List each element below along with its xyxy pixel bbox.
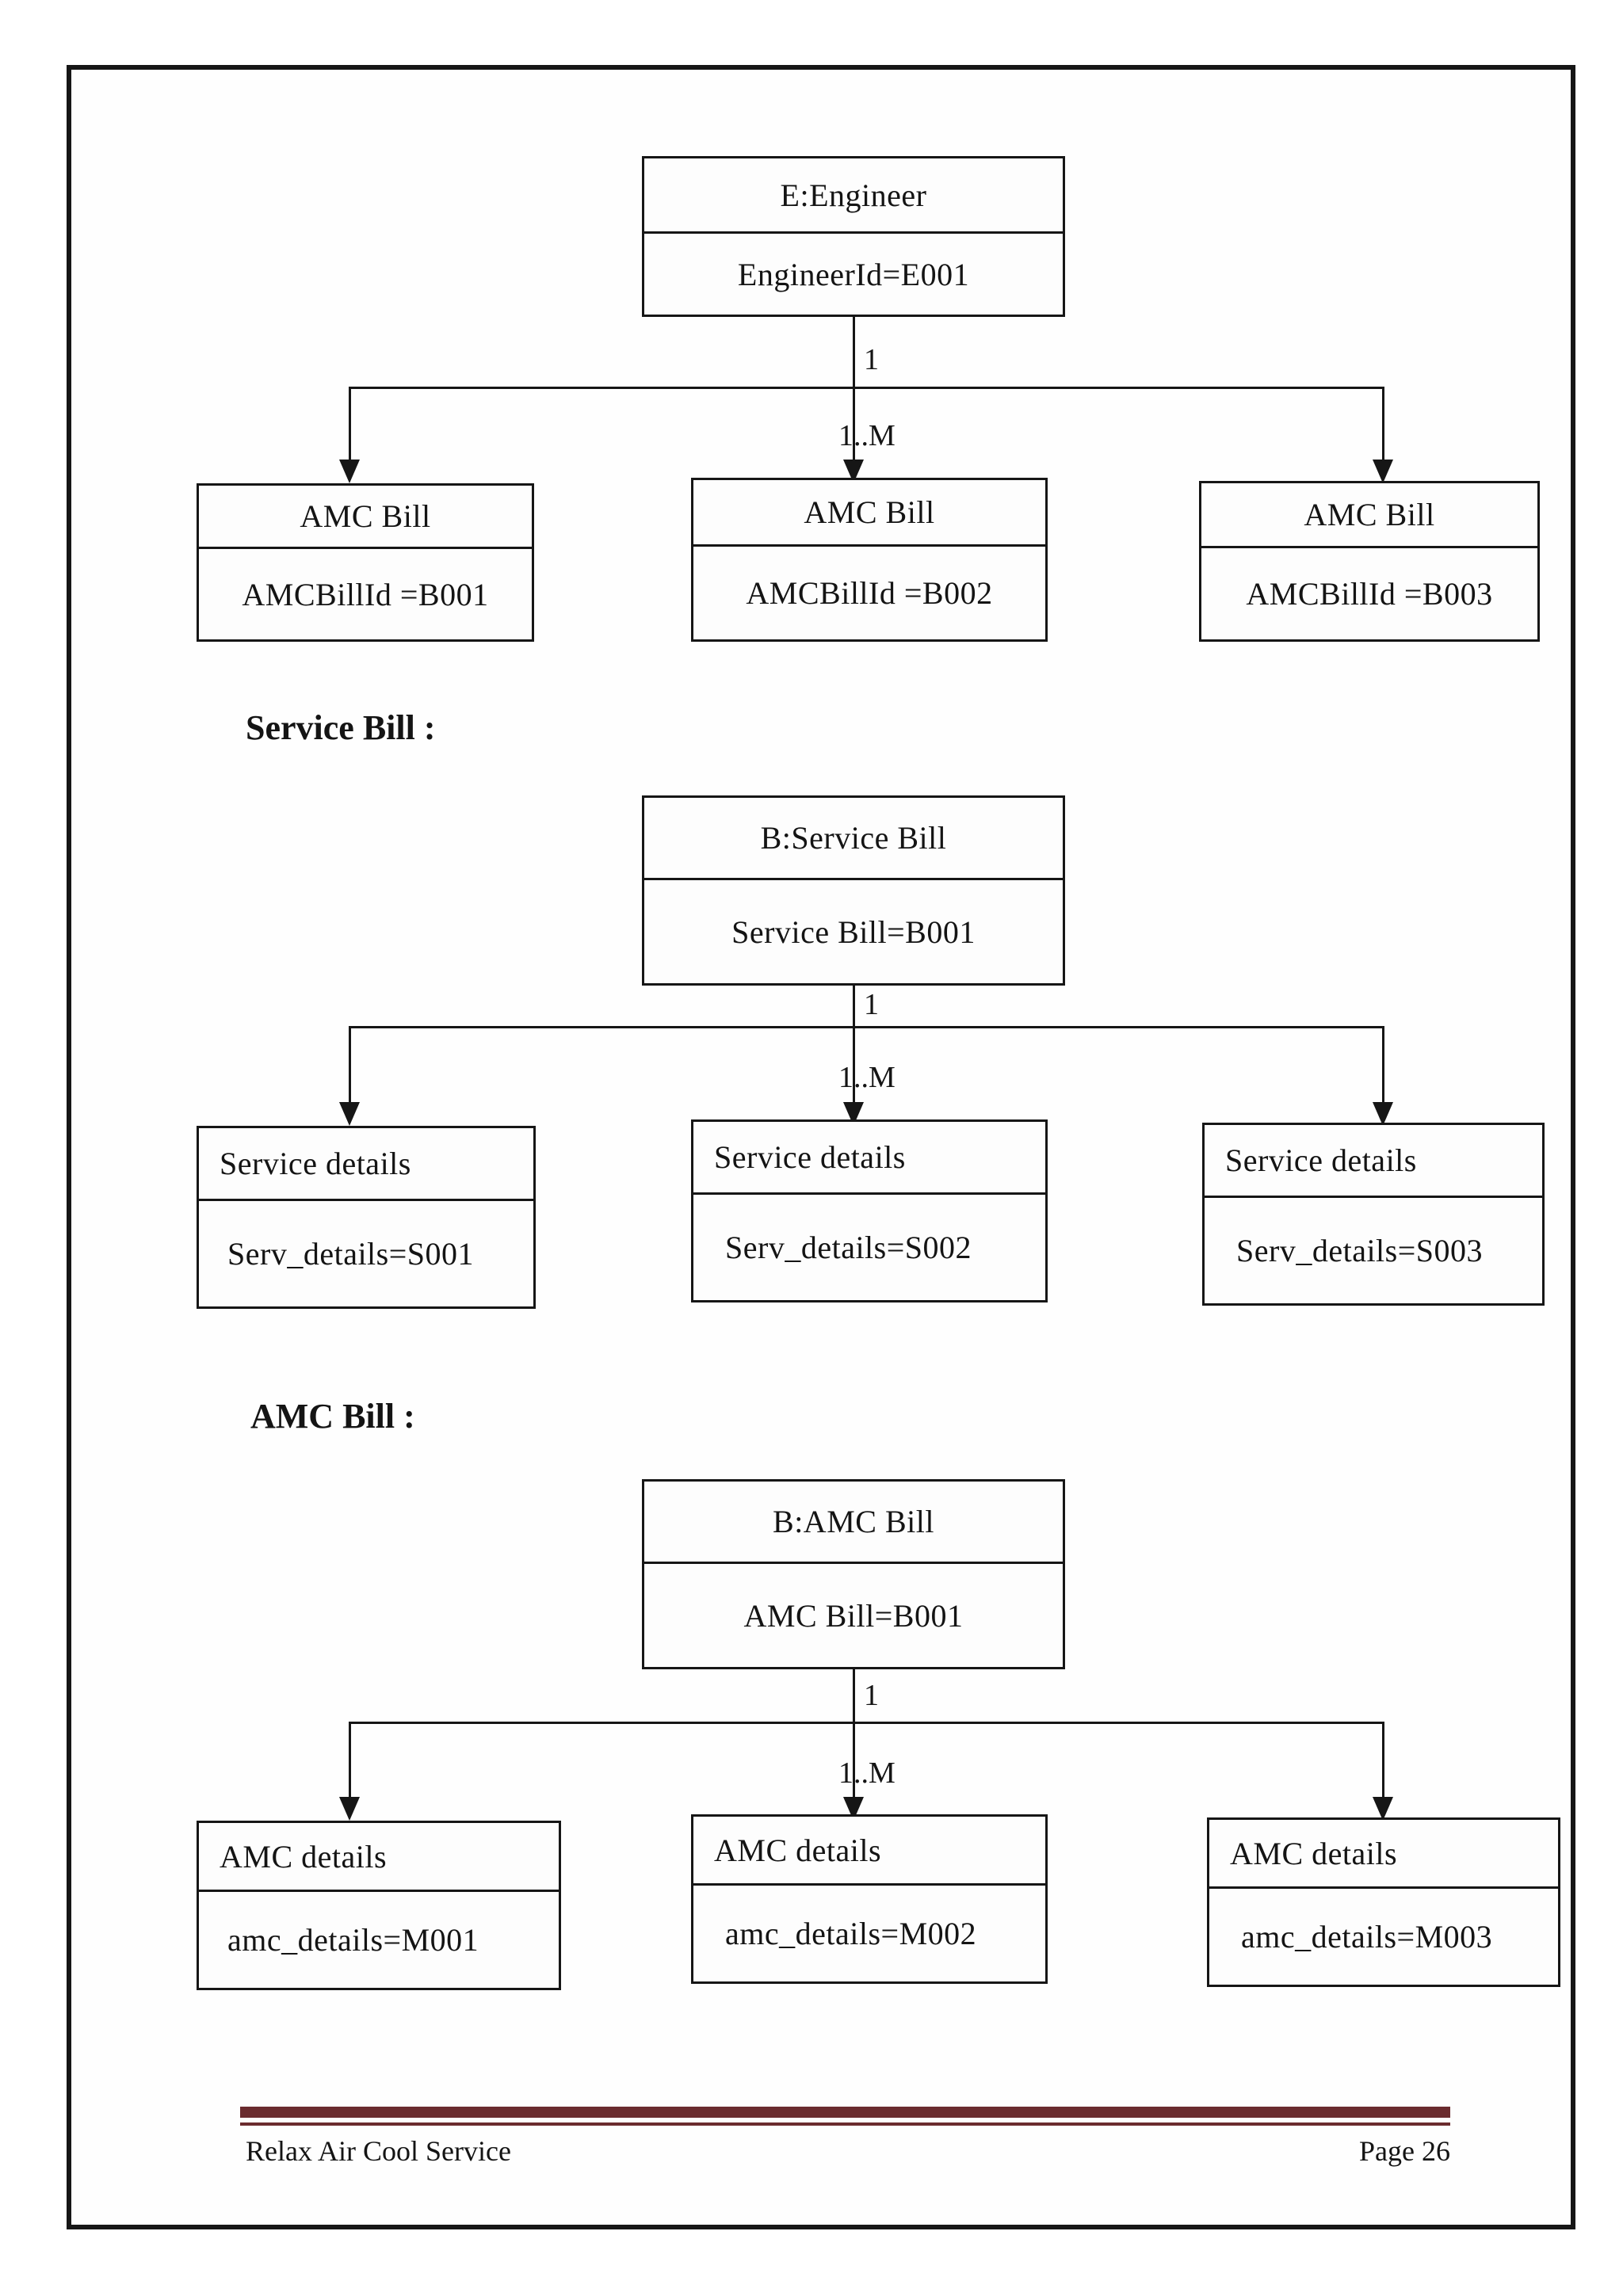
entity-value: Serv_details=S002 (725, 1230, 972, 1265)
entity-box-amc-bill-1: AMC Bill AMCBillId =B001 (197, 483, 534, 642)
entity-box-engineer: E:Engineer EngineerId=E001 (642, 156, 1065, 317)
entity-title: AMC details (1209, 1820, 1558, 1889)
connector-drop-right (1382, 1026, 1384, 1102)
entity-value: AMCBillId =B001 (242, 576, 489, 612)
entity-title: Service details (693, 1122, 1045, 1195)
entity-box-service-details-2: Service details Serv_details=S002 (691, 1119, 1048, 1302)
connector-branch-line (349, 1026, 1384, 1028)
connector-drop-left (349, 387, 351, 461)
entity-title: AMC details (693, 1817, 1045, 1886)
entity-box-amc-bill-2: AMC Bill AMCBillId =B002 (691, 478, 1048, 642)
cardinality-many-label: 1..M (838, 419, 896, 452)
connector-stem (853, 317, 855, 389)
entity-value: Service Bill=B001 (731, 913, 976, 950)
entity-box-amc-details-3: AMC details amc_details=M003 (1207, 1817, 1560, 1987)
connector-drop-right (1382, 387, 1384, 461)
entity-value: amc_details=M003 (1241, 1919, 1493, 1955)
entity-value: AMC Bill=B001 (743, 1597, 964, 1634)
connector-drop-middle (853, 1028, 855, 1102)
section-heading-amc-bill: AMC Bill : (250, 1397, 415, 1436)
entity-title: B:Service Bill (644, 798, 1063, 880)
arrowhead-down-icon (1373, 1102, 1393, 1126)
connector-branch-line (349, 1722, 1384, 1724)
entity-value: Serv_details=S001 (227, 1236, 475, 1272)
entity-title: E:Engineer (644, 158, 1063, 234)
entity-value: amc_details=M002 (725, 1916, 977, 1951)
entity-box-amc-bill-3: AMC Bill AMCBillId =B003 (1199, 481, 1540, 642)
connector-drop-right (1382, 1722, 1384, 1797)
entity-box-amc-details-1: AMC details amc_details=M001 (197, 1821, 561, 1990)
page-number: Page 26 (1359, 2135, 1450, 2167)
entity-value: amc_details=M001 (227, 1922, 479, 1958)
cardinality-many-label: 1..M (838, 1061, 896, 1094)
section-heading-service-bill: Service Bill : (246, 708, 436, 747)
entity-title: AMC Bill (199, 486, 532, 549)
connector-drop-left (349, 1026, 351, 1102)
cardinality-one-label: 1 (864, 1679, 879, 1712)
entity-box-service-bill: B:Service Bill Service Bill=B001 (642, 795, 1065, 986)
entity-value: AMCBillId =B002 (746, 575, 993, 611)
connector-branch-line (349, 387, 1384, 389)
connector-drop-middle (853, 1724, 855, 1797)
arrowhead-down-icon (339, 460, 360, 483)
entity-title: AMC Bill (693, 480, 1045, 547)
entity-value: AMCBillId =B003 (1246, 576, 1493, 612)
footer-company-name: Relax Air Cool Service (246, 2135, 511, 2167)
footer-rule-thick (240, 2107, 1450, 2118)
entity-value: EngineerId=E001 (737, 256, 970, 292)
footer-rule-thin (240, 2122, 1450, 2126)
connector-stem (853, 1669, 855, 1724)
entity-value: Serv_details=S003 (1236, 1233, 1484, 1268)
arrowhead-down-icon (1373, 1797, 1393, 1821)
cardinality-one-label: 1 (864, 988, 879, 1021)
cardinality-one-label: 1 (864, 343, 879, 376)
entity-box-amc-bill-parent: B:AMC Bill AMC Bill=B001 (642, 1479, 1065, 1669)
arrowhead-down-icon (339, 1102, 360, 1126)
entity-box-amc-details-2: AMC details amc_details=M002 (691, 1814, 1048, 1984)
connector-stem (853, 986, 855, 1028)
entity-title: Service details (199, 1128, 533, 1201)
entity-title: AMC details (199, 1823, 559, 1892)
entity-title: Service details (1205, 1125, 1542, 1198)
entity-box-service-details-1: Service details Serv_details=S001 (197, 1126, 536, 1309)
entity-title: AMC Bill (1201, 483, 1537, 548)
entity-title: B:AMC Bill (644, 1482, 1063, 1564)
entity-box-service-details-3: Service details Serv_details=S003 (1202, 1123, 1545, 1306)
connector-drop-left (349, 1722, 351, 1797)
arrowhead-down-icon (1373, 460, 1393, 483)
cardinality-many-label: 1..M (838, 1756, 896, 1790)
arrowhead-down-icon (339, 1797, 360, 1821)
connector-drop-middle (853, 389, 855, 461)
